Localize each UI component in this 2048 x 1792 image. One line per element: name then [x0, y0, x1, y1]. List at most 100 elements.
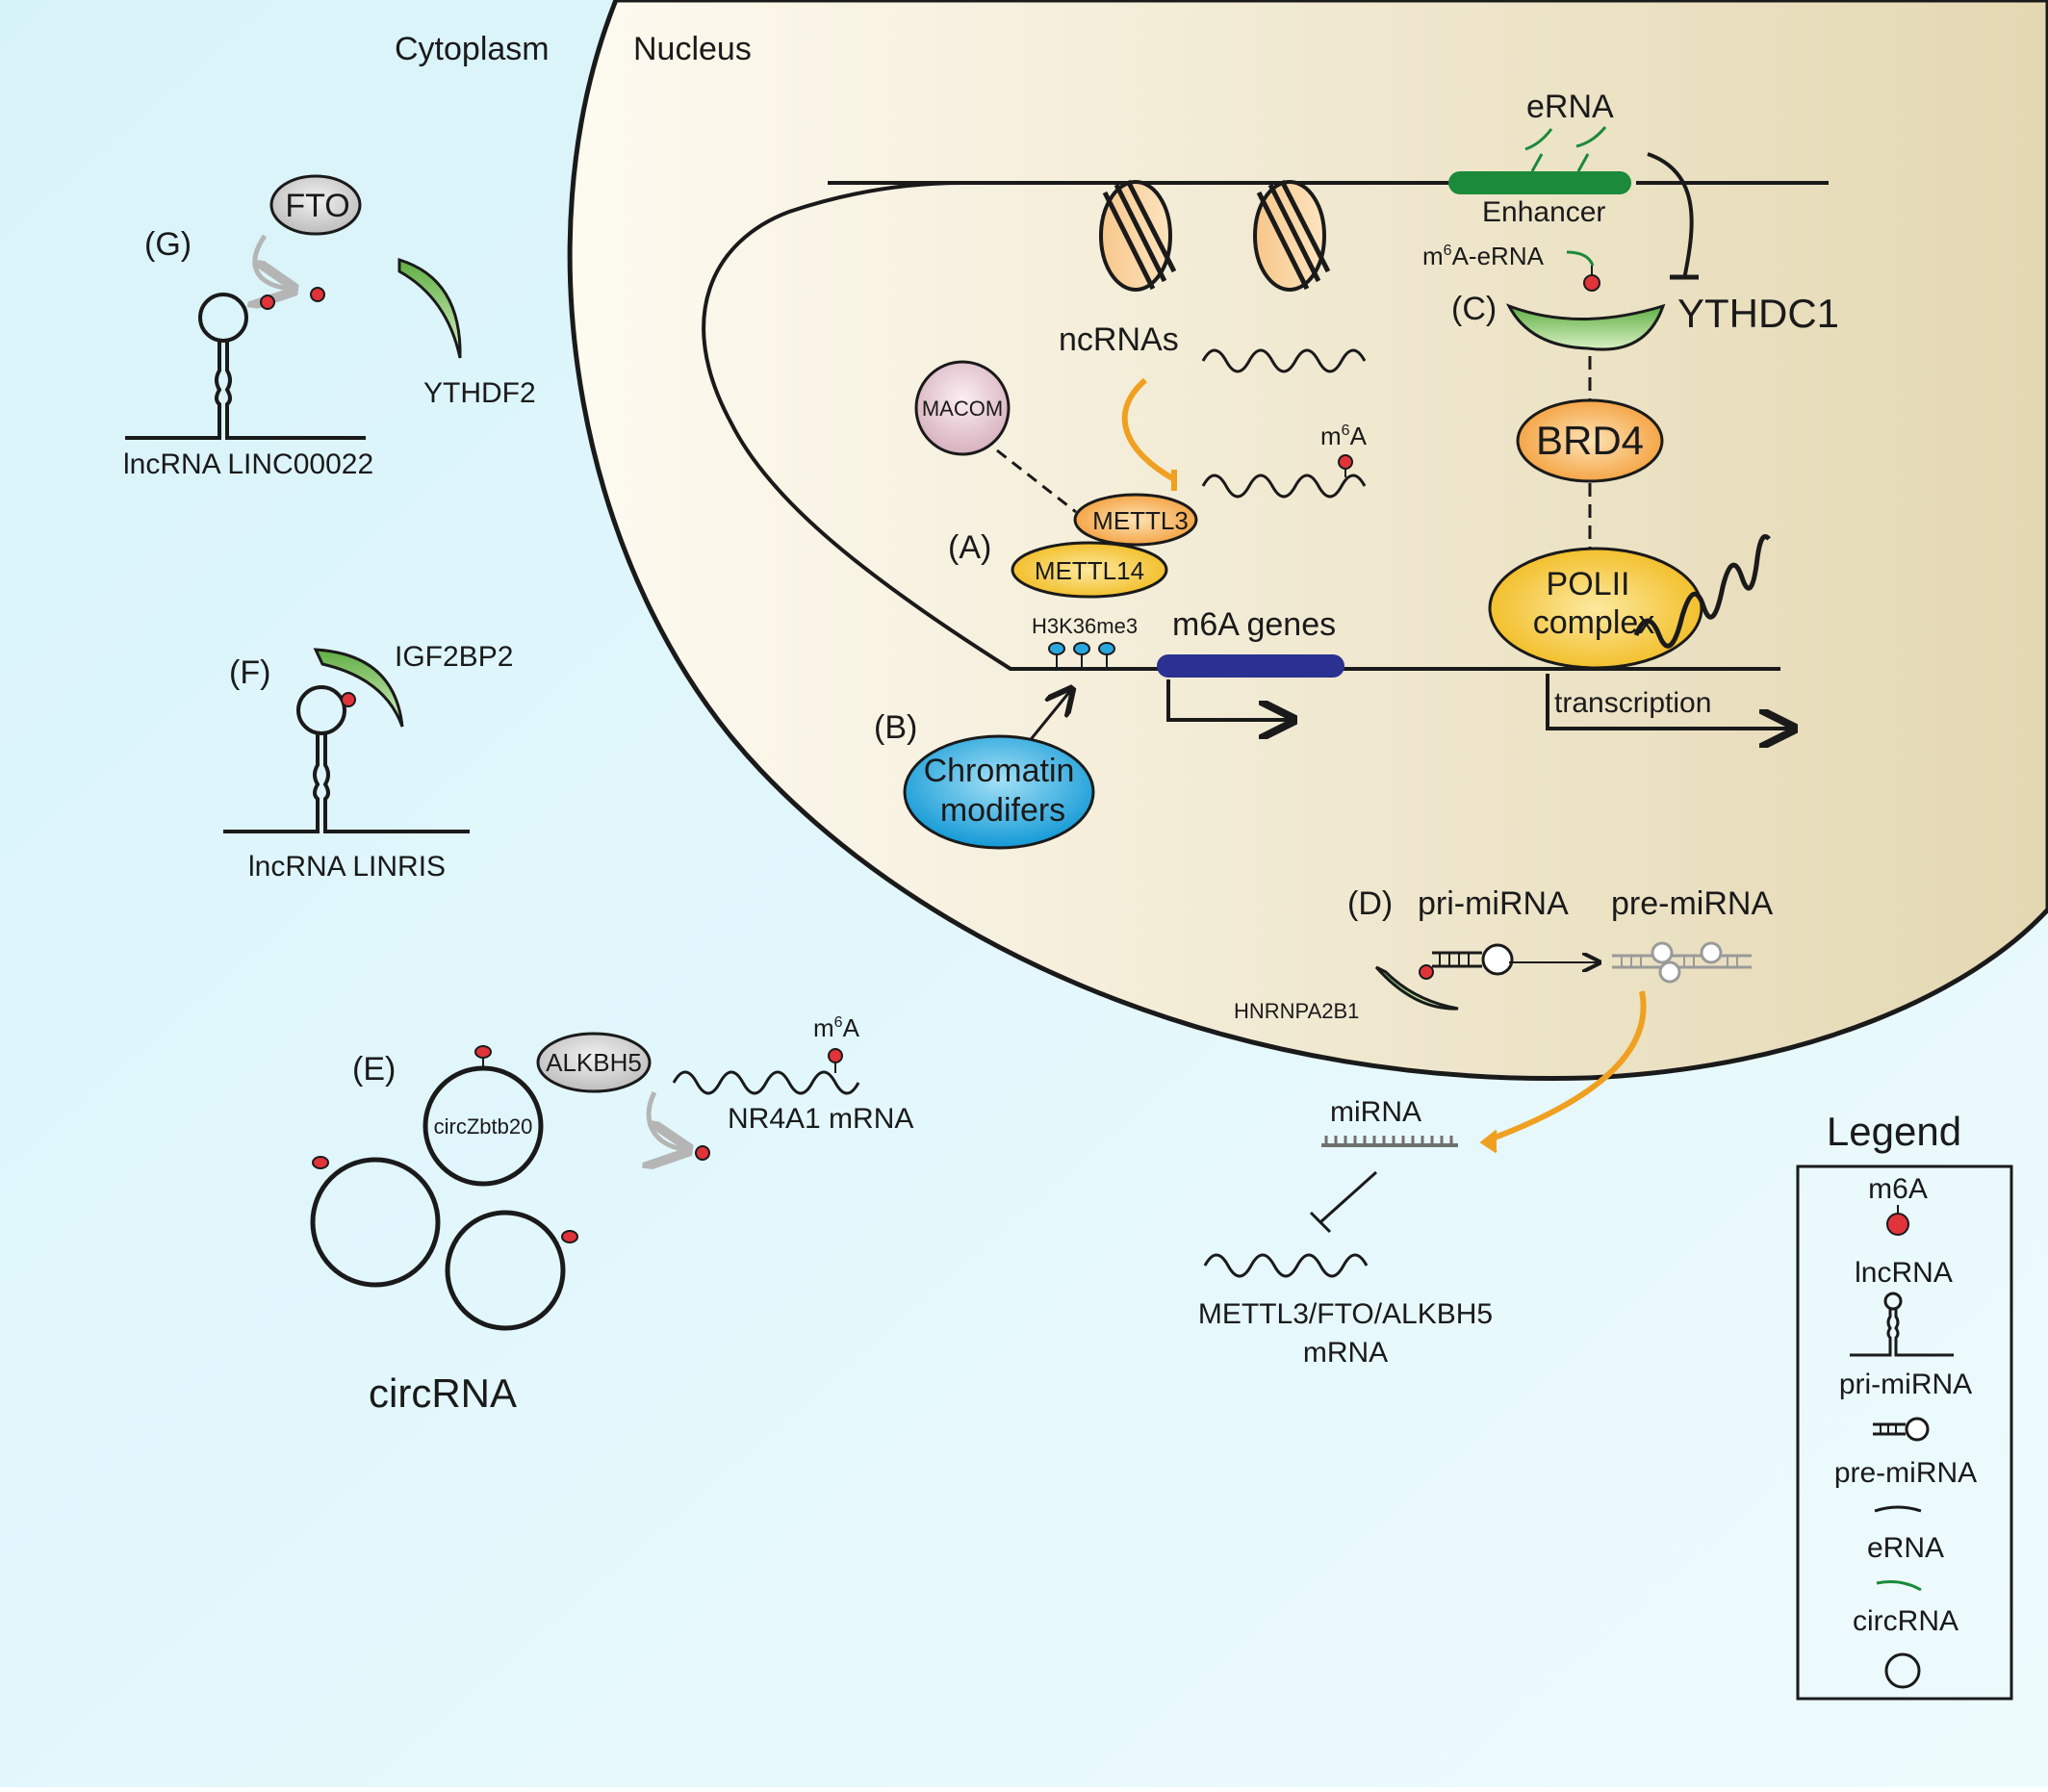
- circrna-label: circRNA: [369, 1370, 517, 1416]
- nr4a1-label: NR4A1 mRNA: [728, 1103, 913, 1135]
- target-mrna: [1203, 1253, 1369, 1278]
- h3k36me3-label: H3K36me3: [1032, 614, 1138, 638]
- chromatin-modifiers: [903, 734, 1095, 850]
- brd4-label: BRD4: [1536, 418, 1644, 463]
- ncrna-m6a-dot: [1338, 454, 1353, 470]
- mirna-label: miRNA: [1330, 1096, 1421, 1128]
- ncrnas-label: ncRNAs: [1059, 321, 1179, 358]
- alkbh5-protein: [536, 1032, 652, 1093]
- lncrna-linc00022-label: lncRNA LINC00022: [123, 448, 373, 480]
- m6a-genes-bar: [1157, 654, 1344, 678]
- mettl14-protein: [1011, 541, 1168, 599]
- panel-a-label: (A): [948, 529, 991, 566]
- nascent-rna: [1633, 534, 1771, 649]
- legend-box: [1796, 1165, 2013, 1701]
- pri-mirna-structure: [1419, 943, 1514, 980]
- erna-label: eRNA: [1526, 89, 1614, 125]
- target-mrna-label-line1: METTL3/FTO/ALKBH5: [1198, 1298, 1493, 1330]
- chromatin-label-line1: Chromatin: [924, 753, 1075, 789]
- alkbh5-demethylation-arrow: [649, 1090, 683, 1149]
- m6a-genes-arrow: [1166, 679, 1290, 720]
- nucleosome-2: [1253, 179, 1331, 292]
- mirna-inhibition-line: [1318, 1170, 1378, 1224]
- legend-item-circrna: circRNA: [1853, 1605, 1958, 1637]
- ncrna-unmodified: [1201, 348, 1367, 373]
- nr4a1-m6a-dot: [828, 1048, 843, 1063]
- legend-lncrna-symbol: [1850, 1292, 1954, 1357]
- m6a-erna-dot: [1583, 274, 1600, 292]
- pre-mirna-label: pre-miRNA: [1611, 885, 1773, 922]
- fto-demethylation-arrow: [255, 234, 289, 289]
- fto-label: FTO: [285, 188, 349, 224]
- legend-erna-symbol: [1876, 1580, 1922, 1592]
- removed-m6a-dot-e: [695, 1145, 710, 1161]
- m6a-genes-label: m6A genes: [1172, 606, 1336, 643]
- lncrna-linris-structure: [223, 685, 470, 833]
- export-arrow: [1485, 990, 1647, 1143]
- chromatin-label-line2: modifers: [940, 792, 1065, 829]
- methylation-arrow: [1121, 377, 1176, 482]
- legend-m6a-dot: [1886, 1213, 1909, 1236]
- mettl14-label: METTL14: [1035, 556, 1144, 585]
- erna-strand-1: [1524, 128, 1553, 151]
- circzbtb20-label: circZbtb20: [434, 1114, 533, 1139]
- hnrnpa2b1-protein: [1374, 965, 1459, 1011]
- h3k36me3-marks: [1048, 642, 1115, 669]
- circrna-3-structure: [445, 1210, 578, 1331]
- legend-item-m6a: m6A: [1868, 1173, 1928, 1205]
- circzbtb20-structure: [422, 1045, 544, 1187]
- panel-f-label: (F): [229, 654, 270, 691]
- export-arrow-head: [1479, 1129, 1498, 1154]
- legend-item-pri-mirna: pri-miRNA: [1839, 1369, 1972, 1400]
- removed-m6a-dot-g: [310, 287, 325, 302]
- mirna-structure: [1321, 1136, 1458, 1147]
- macom-link: [996, 448, 1077, 514]
- brd4-protein: [1516, 398, 1664, 483]
- igf2bp2-protein: [313, 648, 404, 728]
- mettl3-protein: [1073, 493, 1198, 547]
- ncrna-m6a-label: m6A: [1320, 422, 1368, 450]
- macom-label: MACOM: [922, 397, 1003, 421]
- enhancer-label: Enhancer: [1482, 196, 1605, 228]
- ythdc1-label: YTHDC1: [1677, 291, 1839, 336]
- target-mrna-label-line2: mRNA: [1303, 1337, 1388, 1369]
- nr4a1-mrna: [672, 1070, 860, 1095]
- lncrna-linris-label: lncRNA LINRIS: [248, 851, 446, 883]
- macom-protein: [914, 360, 1011, 456]
- legend-item-lncrna: lncRNA: [1855, 1257, 1953, 1289]
- legend-circrna-symbol: [1884, 1652, 1921, 1689]
- polii-label-line2: complex: [1533, 604, 1655, 641]
- hnrnpa2b1-label: HNRNPA2B1: [1234, 999, 1359, 1023]
- nr4a1-m6a-label: m6A: [813, 1013, 860, 1042]
- alkbh5-label: ALKBH5: [546, 1048, 642, 1077]
- cytoplasm-label: Cytoplasm: [395, 31, 550, 67]
- panel-b-label: (B): [874, 709, 917, 746]
- nucleus-label: Nucleus: [633, 31, 752, 67]
- legend-title: Legend: [1827, 1109, 1961, 1154]
- legend-item-pre-mirna: pre-miRNA: [1834, 1457, 1977, 1489]
- pri-mirna-label: pri-miRNA: [1418, 885, 1569, 922]
- polii-complex: [1488, 547, 1703, 670]
- enhancer-to-ythdc1-arrow: [1647, 152, 1694, 280]
- legend-pre-mirna-symbol: [1874, 1505, 1922, 1513]
- ythdf2-protein: [397, 257, 462, 359]
- m6a-erna-label: m6A-eRNA: [1422, 242, 1545, 270]
- chromatin-modifier-arrow: [1026, 691, 1070, 744]
- erna-tether-1: [1530, 153, 1544, 172]
- circrna-2-structure: [310, 1156, 441, 1288]
- polii-label-line1: POLII: [1547, 566, 1630, 602]
- nucleosome-1: [1099, 179, 1177, 292]
- panel-e-label: (E): [352, 1051, 396, 1088]
- panel-d-label: (D): [1347, 885, 1393, 922]
- enhancer-bar: [1448, 171, 1631, 194]
- mirna-inhibition-bar: [1309, 1211, 1332, 1234]
- lncrna-linc00022-structure: [125, 293, 366, 440]
- transcription-label: transcription: [1554, 687, 1711, 719]
- erna-tether-2: [1576, 153, 1590, 172]
- legend-pri-mirna-symbol: [1873, 1417, 1930, 1442]
- igf2bp2-label: IGF2BP2: [395, 641, 513, 673]
- m6a-erna-strand: [1566, 250, 1595, 267]
- panel-g-label: (G): [144, 226, 192, 263]
